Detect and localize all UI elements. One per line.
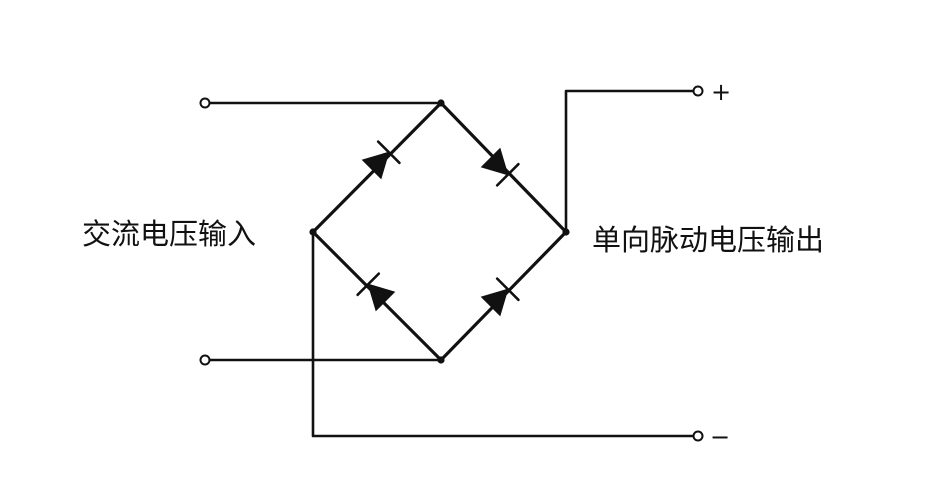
diode-top-left-triangle [361, 151, 390, 180]
diode-bottom-right-triangle [480, 288, 509, 317]
ac-input-terminal-bottom [199, 354, 211, 366]
diode-top-left [361, 140, 401, 180]
node-left [309, 228, 317, 236]
dc-output-label: 单向脉动电压输出 [592, 223, 824, 257]
diode-bottom-right-bar [495, 277, 520, 302]
positive-sign-label: + [711, 78, 731, 106]
diode-top-right [480, 147, 520, 187]
negative-sign-label: − [710, 423, 730, 451]
dc-output-terminal-positive [692, 85, 704, 97]
ac-input-terminal-top [199, 97, 211, 109]
dc-output-wire-negative [311, 230, 696, 438]
diode-bottom-left-bar [356, 272, 381, 297]
ac-input-label: 交流电压输入 [82, 217, 256, 251]
diode-top-right-triangle [480, 147, 509, 176]
node-right [562, 228, 570, 236]
node-bottom [437, 356, 445, 364]
dc-output-terminal-negative [692, 430, 704, 442]
node-top [437, 99, 445, 107]
diode-bottom-left-triangle [367, 283, 396, 312]
diode-top-left-bar [376, 140, 401, 165]
diode-top-right-bar [495, 162, 520, 187]
diode-bottom-right [480, 277, 520, 317]
dc-output-wire-positive [564, 89, 696, 234]
diode-bottom-left [356, 272, 396, 312]
